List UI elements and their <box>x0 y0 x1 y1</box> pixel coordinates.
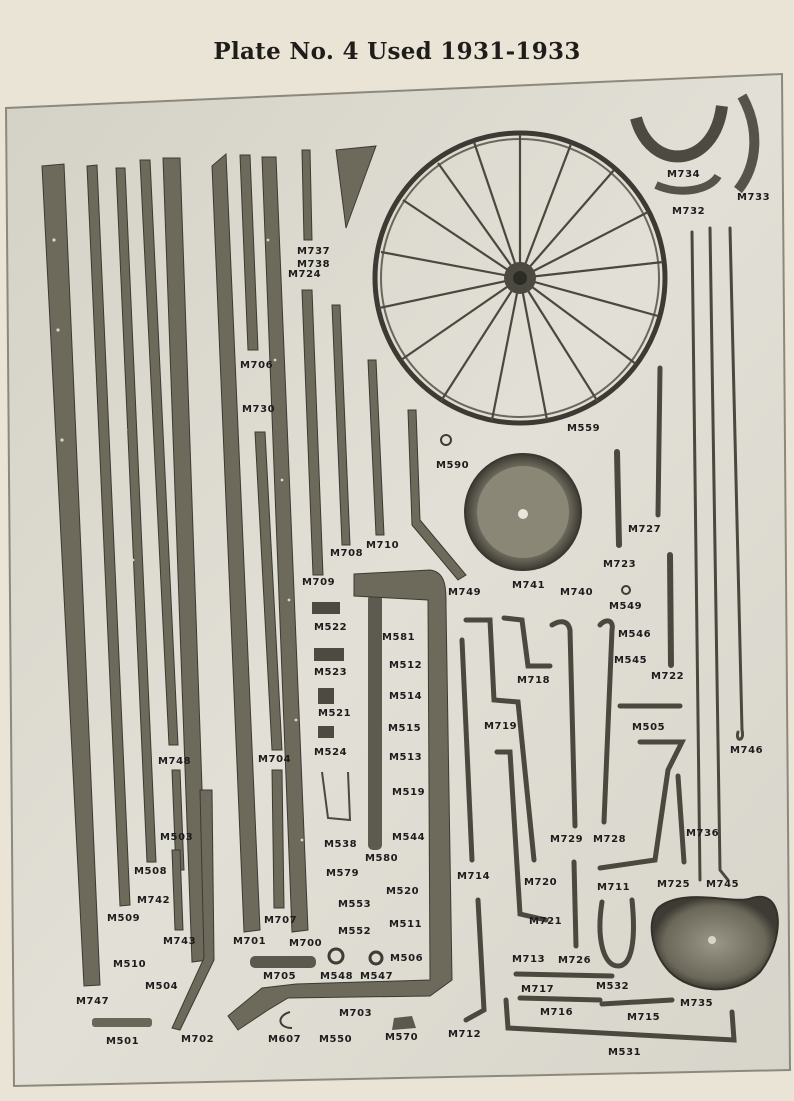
label-m705: M705 <box>263 971 296 982</box>
plate-title: Plate No. 4 Used 1931-1933 <box>213 38 581 65</box>
label-m718: M718 <box>517 675 550 686</box>
label-m717: M717 <box>521 984 554 995</box>
label-m549: M549 <box>609 601 642 612</box>
label-m702: M702 <box>181 1034 214 1045</box>
label-m741: M741 <box>512 580 545 591</box>
label-m505: M505 <box>632 722 665 733</box>
label-m716: M716 <box>540 1007 573 1018</box>
label-m590: M590 <box>436 460 469 471</box>
label-m506: M506 <box>390 953 423 964</box>
label-m745: M745 <box>706 879 739 890</box>
spoked-wheel <box>372 130 668 426</box>
label-m538: M538 <box>324 839 357 850</box>
crank-rods <box>459 615 737 1043</box>
label-m515: M515 <box>388 723 421 734</box>
label-m548: M548 <box>320 971 353 982</box>
bar-holes <box>52 238 304 842</box>
label-m570: M570 <box>385 1032 418 1043</box>
label-m726: M726 <box>558 955 591 966</box>
label-m545: M545 <box>614 655 647 666</box>
label-m730: M730 <box>242 404 275 415</box>
label-m715: M715 <box>627 1012 660 1023</box>
label-m738: M738 <box>297 259 330 270</box>
label-m720: M720 <box>524 877 557 888</box>
label-m721: M721 <box>529 916 562 927</box>
label-m748: M748 <box>158 756 191 767</box>
seat-pan <box>650 895 779 991</box>
label-m710: M710 <box>366 540 399 551</box>
label-m503: M503 <box>160 832 193 843</box>
label-m552: M552 <box>338 926 371 937</box>
part-label-group: M737 M738 M724 M706 M730 M559 M590 M734 … <box>76 169 770 1058</box>
label-m519: M519 <box>392 787 425 798</box>
label-m704: M704 <box>258 754 291 765</box>
label-m523: M523 <box>314 667 347 678</box>
label-m746: M746 <box>730 745 763 756</box>
label-m522: M522 <box>314 622 347 633</box>
label-m512: M512 <box>389 660 422 671</box>
label-m700: M700 <box>289 938 322 949</box>
long-rods <box>614 226 745 882</box>
label-m511: M511 <box>389 919 422 930</box>
label-m509: M509 <box>107 913 140 924</box>
label-m740: M740 <box>560 587 593 598</box>
label-m520: M520 <box>386 886 419 897</box>
label-m723: M723 <box>603 559 636 570</box>
label-m579: M579 <box>326 868 359 879</box>
label-m749: M749 <box>448 587 481 598</box>
round-dish <box>464 453 582 571</box>
label-m727: M727 <box>628 524 661 535</box>
label-m709: M709 <box>302 577 335 588</box>
frame-member <box>227 569 453 1031</box>
label-m547: M547 <box>360 971 393 982</box>
label-m737: M737 <box>297 246 330 257</box>
label-m722: M722 <box>651 671 684 682</box>
label-m724: M724 <box>288 269 321 280</box>
label-m707: M707 <box>264 915 297 926</box>
label-m725: M725 <box>657 879 690 890</box>
label-m701: M701 <box>233 936 266 947</box>
label-m732: M732 <box>672 206 705 217</box>
label-m524: M524 <box>314 747 347 758</box>
label-m714: M714 <box>457 871 490 882</box>
label-m728: M728 <box>593 834 626 845</box>
label-m747: M747 <box>76 996 109 1007</box>
label-m504: M504 <box>145 981 178 992</box>
label-m703: M703 <box>339 1008 372 1019</box>
label-m514: M514 <box>389 691 422 702</box>
drive-chain <box>368 594 382 850</box>
label-m532: M532 <box>596 981 629 992</box>
curved-gear-segments <box>630 93 760 195</box>
label-m559: M559 <box>567 423 600 434</box>
label-m508: M508 <box>134 866 167 877</box>
label-m513: M513 <box>389 752 422 763</box>
small-parts <box>92 434 631 1030</box>
label-m736: M736 <box>686 828 719 839</box>
label-m521: M521 <box>318 708 351 719</box>
label-m743: M743 <box>163 936 196 947</box>
label-m742: M742 <box>137 895 170 906</box>
label-m510: M510 <box>113 959 146 970</box>
label-m733: M733 <box>737 192 770 203</box>
label-m531: M531 <box>608 1047 641 1058</box>
label-m546: M546 <box>618 629 651 640</box>
label-m711: M711 <box>597 882 630 893</box>
label-m581: M581 <box>382 632 415 643</box>
long-bars <box>41 145 467 1031</box>
label-m719: M719 <box>484 721 517 732</box>
label-m713: M713 <box>512 954 545 965</box>
label-m712: M712 <box>448 1029 481 1040</box>
label-m607: M607 <box>268 1034 301 1045</box>
label-m550: M550 <box>319 1034 352 1045</box>
label-m544: M544 <box>392 832 425 843</box>
label-m553: M553 <box>338 899 371 910</box>
label-m706: M706 <box>240 360 273 371</box>
label-m580: M580 <box>365 853 398 864</box>
label-m501: M501 <box>106 1036 139 1047</box>
label-m708: M708 <box>330 548 363 559</box>
label-m735: M735 <box>680 998 713 1009</box>
label-m729: M729 <box>550 834 583 845</box>
label-m734: M734 <box>667 169 700 180</box>
